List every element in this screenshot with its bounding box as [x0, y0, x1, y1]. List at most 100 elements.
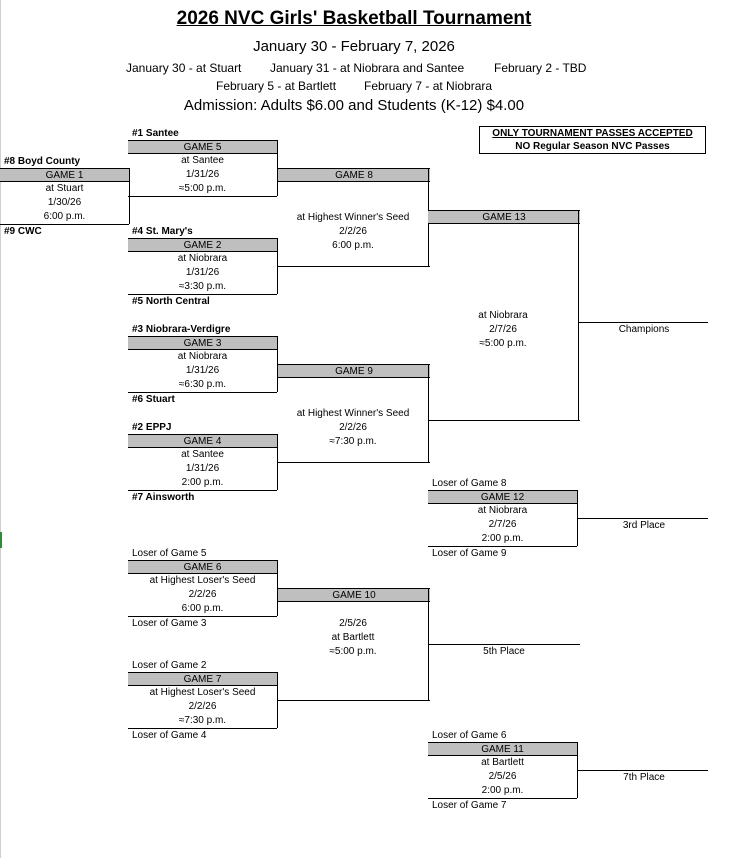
game-7-time: ≈7:30 p.m. — [178, 715, 227, 726]
passes-notice-line2: NO Regular Season NVC Passes — [515, 141, 670, 152]
team-1-santee: #1 Santee — [132, 128, 179, 139]
game-7-header: GAME 7 — [128, 672, 277, 686]
fifth-place-line — [428, 644, 580, 645]
game-5-site: at Santee — [181, 155, 224, 166]
game-12-box: GAME 12 at Niobrara 2/7/26 2:00 p.m. — [428, 490, 578, 547]
seventh-place-label: 7th Place — [623, 772, 665, 783]
game-4-time: 2:00 p.m. — [181, 477, 224, 488]
game-8-time: 6:00 p.m. — [332, 240, 374, 251]
game-10-bracket-bottom — [278, 700, 430, 701]
game-6-box: GAME 6 at Highest Loser's Seed 2/2/26 6:… — [128, 560, 278, 617]
fifth-place-label: 5th Place — [483, 646, 525, 657]
game-1-date: 1/30/26 — [47, 197, 82, 208]
team-3-niobrara-verdigre: #3 Niobrara-Verdigre — [132, 324, 231, 335]
cell-selection-marker — [0, 532, 2, 548]
game-5-time: ≈5:00 p.m. — [178, 183, 227, 194]
game-10-date: 2/5/26 — [339, 618, 367, 629]
game-5-date: 1/31/26 — [185, 169, 220, 180]
loser-game-8-label: Loser of Game 8 — [432, 478, 507, 489]
game-2-site: at Niobrara — [177, 253, 228, 264]
game-9-time: ≈7:30 p.m. — [329, 436, 377, 447]
passes-notice-line1: ONLY TOURNAMENT PASSES ACCEPTED — [492, 128, 693, 139]
game-10-header: GAME 10 — [278, 588, 430, 602]
game-7-date: 2/2/26 — [188, 701, 217, 712]
game-6-time: 6:00 p.m. — [181, 603, 224, 614]
game-13-header: GAME 13 — [428, 210, 580, 224]
game-6-site: at Highest Loser's Seed — [149, 575, 256, 586]
game-13-site: at Niobrara — [478, 310, 528, 321]
admission-prices: Admission: Adults $6.00 and Students (K-… — [183, 97, 525, 114]
game-12-header: GAME 12 — [428, 490, 577, 504]
loser-game-5-label: Loser of Game 5 — [132, 548, 207, 559]
game-2-time: ≈3:30 p.m. — [178, 281, 227, 292]
team-6-stuart: #6 Stuart — [132, 394, 175, 405]
game-3-time: ≈6:30 p.m. — [178, 379, 227, 390]
game-4-date: 1/31/26 — [185, 463, 220, 474]
game-3-site: at Niobrara — [177, 351, 228, 362]
game-1-box: GAME 1 at Stuart 1/30/26 6:00 p.m. — [0, 168, 130, 225]
game-12-time: 2:00 p.m. — [481, 533, 524, 544]
game-3-box: GAME 3 at Niobrara 1/31/26 ≈6:30 p.m. — [128, 336, 278, 393]
seventh-place-line — [578, 770, 708, 771]
game-13-bracket-bottom — [428, 420, 580, 421]
game-9-bracket-right — [428, 364, 429, 462]
schedule-item-3: February 2 - TBD — [494, 61, 587, 75]
schedule-item-4: February 5 - at Bartlett — [216, 79, 337, 93]
game-7-site: at Highest Loser's Seed — [149, 687, 256, 698]
game-2-box: GAME 2 at Niobrara 1/31/26 ≈3:30 p.m. — [128, 238, 278, 295]
schedule-item-5: February 7 - at Niobrara — [364, 79, 493, 93]
game-13-date: 2/7/26 — [489, 324, 517, 335]
passes-notice: ONLY TOURNAMENT PASSES ACCEPTED NO Regul… — [479, 126, 706, 154]
game-1-connector — [128, 196, 130, 197]
game-2-header: GAME 2 — [128, 238, 277, 252]
game-13-time: ≈5:00 p.m. — [479, 338, 527, 349]
tournament-dates: January 30 - February 7, 2026 — [253, 38, 455, 55]
game-12-site: at Niobrara — [477, 505, 528, 516]
game-8-date: 2/2/26 — [339, 226, 367, 237]
game-7-box: GAME 7 at Highest Loser's Seed 2/2/26 ≈7… — [128, 672, 278, 729]
game-6-header: GAME 6 — [128, 560, 277, 574]
schedule-item-2: January 31 - at Niobrara and Santee — [270, 61, 465, 75]
game-9-header: GAME 9 — [278, 364, 430, 378]
game-9-bracket-bottom — [278, 462, 430, 463]
team-9-cwc: #9 CWC — [4, 226, 42, 237]
third-place-line — [578, 518, 708, 519]
team-5-north-central: #5 North Central — [132, 296, 210, 307]
game-3-header: GAME 3 — [128, 336, 277, 350]
game-4-site: at Santee — [181, 449, 224, 460]
third-place-label: 3rd Place — [622, 520, 666, 531]
game-9-site: at Highest Winner's Seed — [296, 408, 410, 419]
game-11-header: GAME 11 — [428, 742, 577, 756]
game-1-time: 6:00 p.m. — [43, 211, 86, 222]
game-5-box: GAME 5 at Santee 1/31/26 ≈5:00 p.m. — [128, 140, 278, 197]
loser-game-3-label: Loser of Game 3 — [132, 618, 207, 629]
sheet-left-border — [0, 0, 1, 858]
game-4-box: GAME 4 at Santee 1/31/26 2:00 p.m. — [128, 434, 278, 491]
game-11-box: GAME 11 at Bartlett 2/5/26 2:00 p.m. — [428, 742, 578, 799]
team-7-ainsworth: #7 Ainsworth — [132, 492, 195, 503]
loser-game-2-label: Loser of Game 2 — [132, 660, 207, 671]
game-9-date: 2/2/26 — [339, 422, 367, 433]
game-11-site: at Bartlett — [481, 757, 524, 768]
game-1-site: at Stuart — [45, 183, 84, 194]
game-6-date: 2/2/26 — [188, 589, 217, 600]
loser-game-4-label: Loser of Game 4 — [132, 730, 207, 741]
loser-game-6-label: Loser of Game 6 — [432, 730, 507, 741]
game-11-date: 2/5/26 — [488, 771, 517, 782]
game-3-date: 1/31/26 — [185, 365, 220, 376]
game-5-header: GAME 5 — [128, 140, 277, 154]
team-2-eppj: #2 EPPJ — [132, 422, 172, 433]
team-8-boyd-county: #8 Boyd County — [4, 156, 81, 167]
team-4-st-marys: #4 St. Mary's — [132, 226, 193, 237]
game-10-site: at Bartlett — [331, 632, 375, 643]
page-title: 2026 NVC Girls' Basketball Tournament — [176, 8, 532, 29]
game-4-header: GAME 4 — [128, 434, 277, 448]
loser-game-9-label: Loser of Game 9 — [432, 548, 507, 559]
schedule-item-1: January 30 - at Stuart — [126, 61, 242, 75]
game-2-date: 1/31/26 — [185, 267, 220, 278]
loser-game-7-label: Loser of Game 7 — [432, 800, 507, 811]
game-1-header: GAME 1 — [0, 168, 129, 182]
game-11-time: 2:00 p.m. — [481, 785, 524, 796]
champions-label: Champions — [618, 324, 670, 335]
